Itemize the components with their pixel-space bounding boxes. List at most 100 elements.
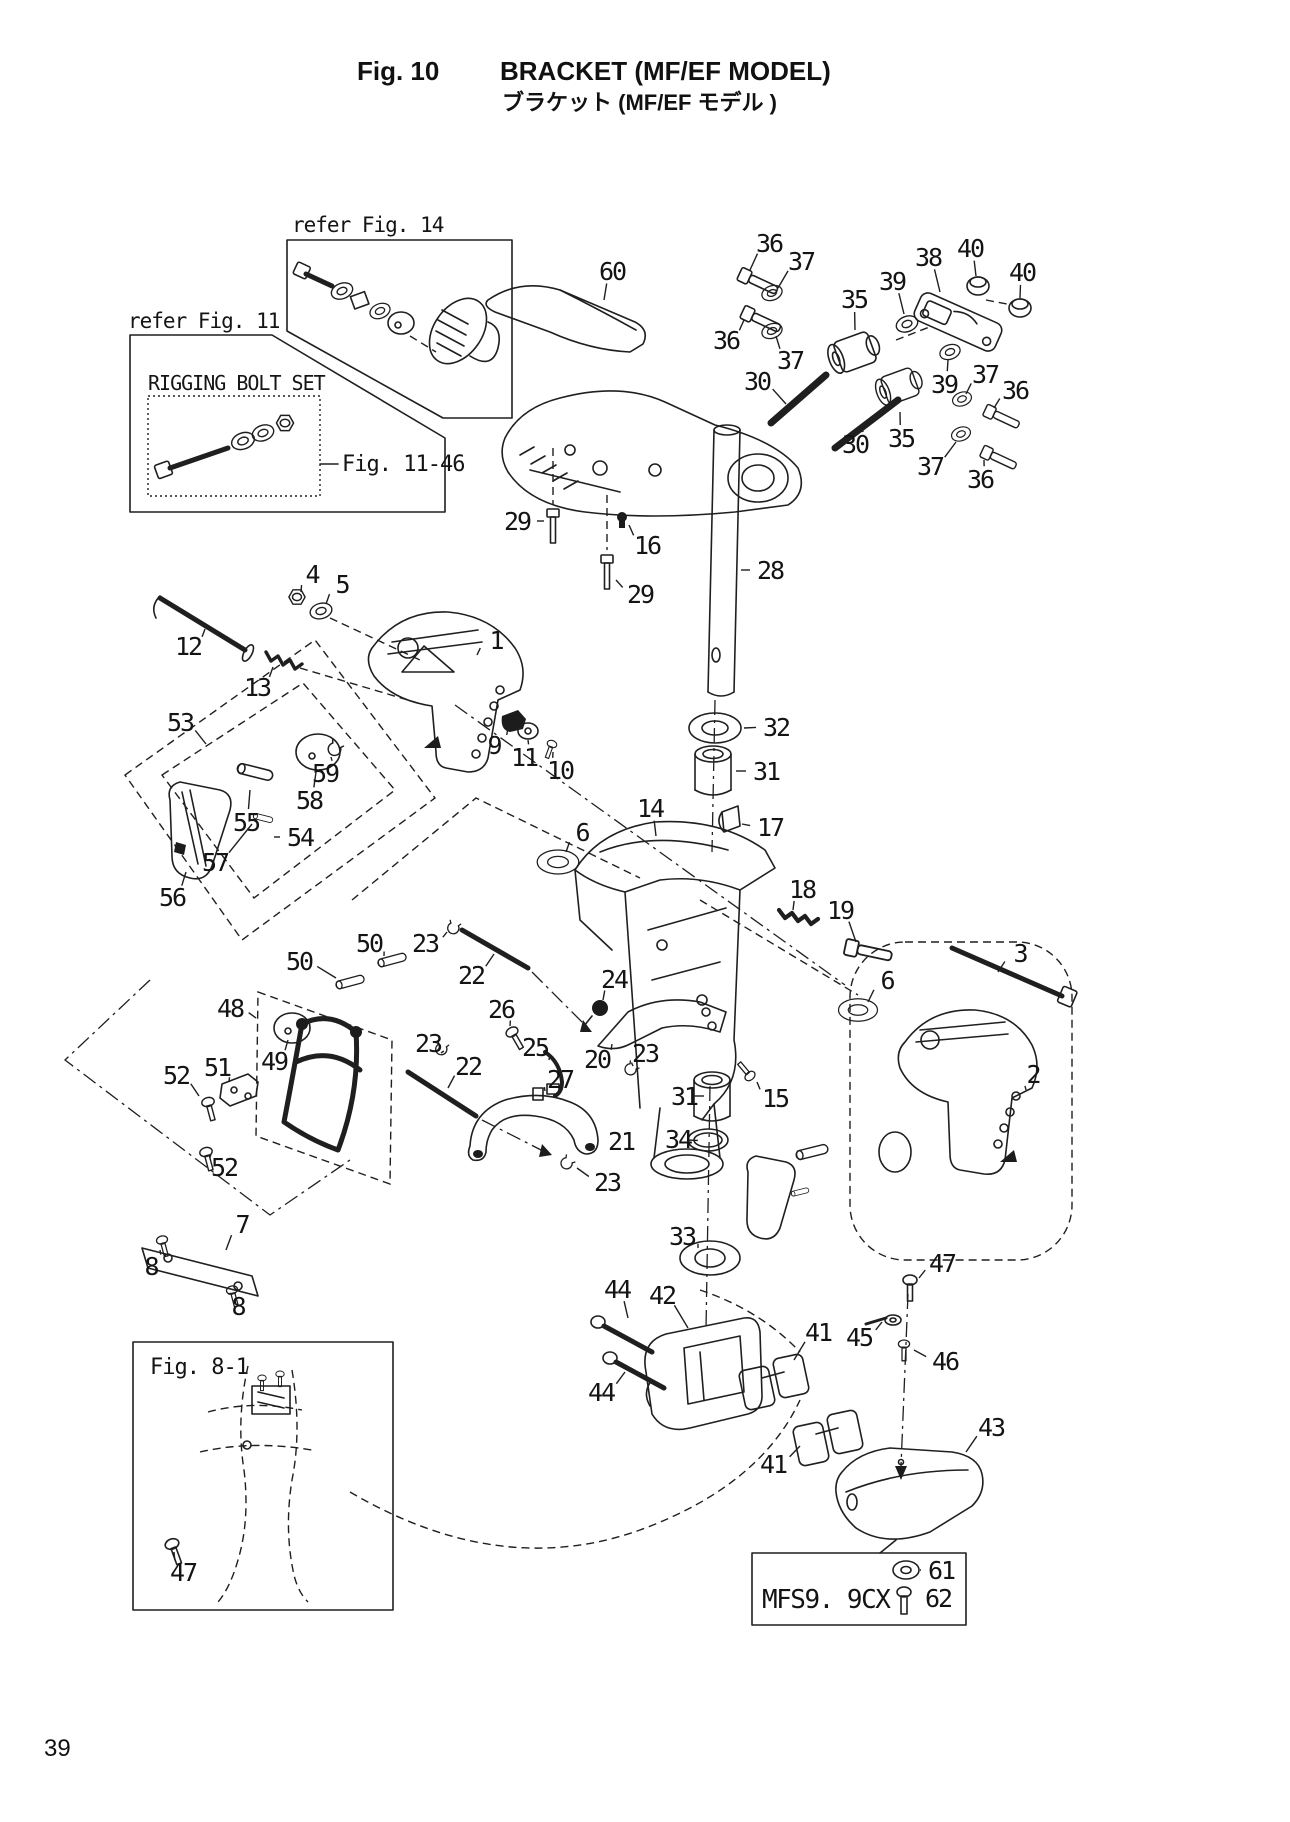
part-label-21: 21 (608, 1127, 635, 1156)
part-label-36: 36 (713, 326, 740, 355)
leader-line-4 (300, 585, 303, 593)
grease-nipple-15 (734, 1058, 758, 1084)
part-label-24: 24 (601, 965, 628, 994)
leader-line-42 (673, 1304, 689, 1329)
anode-43 (835, 1447, 984, 1554)
leader-line-6 (565, 841, 571, 853)
clamp-kit-box-53 (124, 639, 436, 941)
leader-line-47 (918, 1269, 926, 1279)
bolt-44b (602, 1351, 667, 1391)
part-label-6: 6 (575, 818, 589, 847)
part-label-28: 28 (757, 556, 784, 585)
part-label-45: 45 (846, 1323, 873, 1352)
part-label-53: 53 (167, 708, 194, 737)
part-label-7: 7 (235, 1210, 249, 1239)
part-label-40: 40 (1009, 258, 1036, 287)
leader-line-39 (946, 359, 949, 372)
refer-fig14-label: refer Fig. 14 (292, 213, 444, 237)
part-label-60: 60 (599, 257, 626, 286)
leader-line-37 (777, 270, 789, 289)
part-label-59: 59 (312, 759, 339, 788)
part-label-16: 16 (634, 531, 661, 560)
part-label-58: 58 (296, 786, 323, 815)
part-label-40: 40 (957, 234, 984, 263)
stand-kit-48 (255, 991, 393, 1185)
model-code: MFS9. 9CX (762, 1585, 891, 1615)
part-label-5: 5 (335, 570, 349, 599)
leader-line-12 (201, 628, 206, 638)
part-label-62: 62 (925, 1584, 951, 1613)
bolt-62 (896, 1586, 912, 1615)
assembly-arrow (424, 736, 441, 748)
bolt-19 (842, 937, 894, 966)
leader-line-3 (997, 961, 1006, 973)
leader-line-29 (615, 579, 624, 588)
stern-bracket-1 (367, 611, 524, 773)
part-label-57: 57 (202, 848, 229, 877)
part-label-1: 1 (489, 626, 503, 655)
tilt-rod-12 (152, 595, 255, 662)
bolt-29a (546, 508, 560, 544)
part-label-55: 55 (233, 808, 260, 837)
leader-line-16 (628, 524, 635, 536)
bushing-31-lower (693, 1071, 731, 1122)
part-label-36: 36 (1002, 376, 1029, 405)
bolt-29b (600, 554, 614, 590)
thrust-rod-30a (767, 371, 830, 427)
bushing-31-upper (694, 745, 732, 796)
leader-line-17 (741, 823, 751, 827)
page-number: 39 (44, 1735, 71, 1762)
part-label-61: 61 (928, 1556, 955, 1585)
part-label-15: 15 (762, 1084, 789, 1113)
part-label-2: 2 (1026, 1060, 1039, 1089)
part-label-27: 27 (547, 1065, 574, 1094)
part-label-36: 36 (756, 229, 783, 258)
screw-46 (897, 1339, 911, 1362)
part-label-30: 30 (744, 367, 771, 396)
part-label-47: 47 (929, 1249, 956, 1278)
leader-line-22 (447, 1075, 456, 1089)
part-label-25: 25 (522, 1033, 549, 1062)
rubber-mount-35a (823, 327, 885, 378)
clamp-27 (532, 1083, 560, 1101)
leader-line-5 (325, 593, 331, 605)
page-title: BRACKET (MF/EF MODEL) (500, 56, 831, 86)
part-label-10: 10 (547, 756, 574, 785)
clamp-lever-duplicate (746, 1142, 830, 1240)
model-box: MFS9. 9CX (751, 1552, 967, 1626)
part-label-42: 42 (649, 1281, 675, 1310)
leader-line-19 (848, 921, 857, 943)
leader-line-25 (548, 1055, 551, 1061)
leader-line-37 (944, 441, 957, 458)
part-label-22: 22 (455, 1052, 481, 1081)
part-label-23: 23 (415, 1029, 442, 1058)
spring-13 (264, 650, 304, 671)
leader-line-59 (330, 756, 333, 762)
nut-4 (288, 589, 306, 605)
part-label-22: 22 (458, 961, 484, 990)
part-label-9: 9 (487, 731, 501, 760)
upper-bracket-assembly (501, 390, 803, 550)
leader-line-24 (602, 990, 606, 1001)
part-label-14: 14 (637, 794, 664, 823)
part-label-8: 8 (231, 1292, 245, 1321)
leader-line-22 (485, 953, 495, 967)
washer-6b (837, 998, 879, 1022)
bracket-51 (219, 1073, 259, 1107)
part-label-52: 52 (163, 1061, 189, 1090)
leader-line-48 (248, 1012, 257, 1019)
part-label-51: 51 (204, 1053, 231, 1082)
part-label-52: 52 (211, 1153, 237, 1182)
leader-line-36 (738, 319, 745, 331)
leader-line-6 (867, 989, 875, 1003)
lock-rod-22b (405, 1069, 552, 1157)
leader-line-46 (913, 1349, 927, 1358)
washer-11-hole (524, 727, 532, 735)
leader-line-43 (965, 1435, 978, 1453)
part-label-6: 6 (880, 966, 894, 995)
part-label-47: 47 (170, 1558, 197, 1587)
part-label-38: 38 (915, 243, 942, 272)
part-label-44: 44 (588, 1378, 615, 1407)
plate-7 (141, 1247, 259, 1297)
